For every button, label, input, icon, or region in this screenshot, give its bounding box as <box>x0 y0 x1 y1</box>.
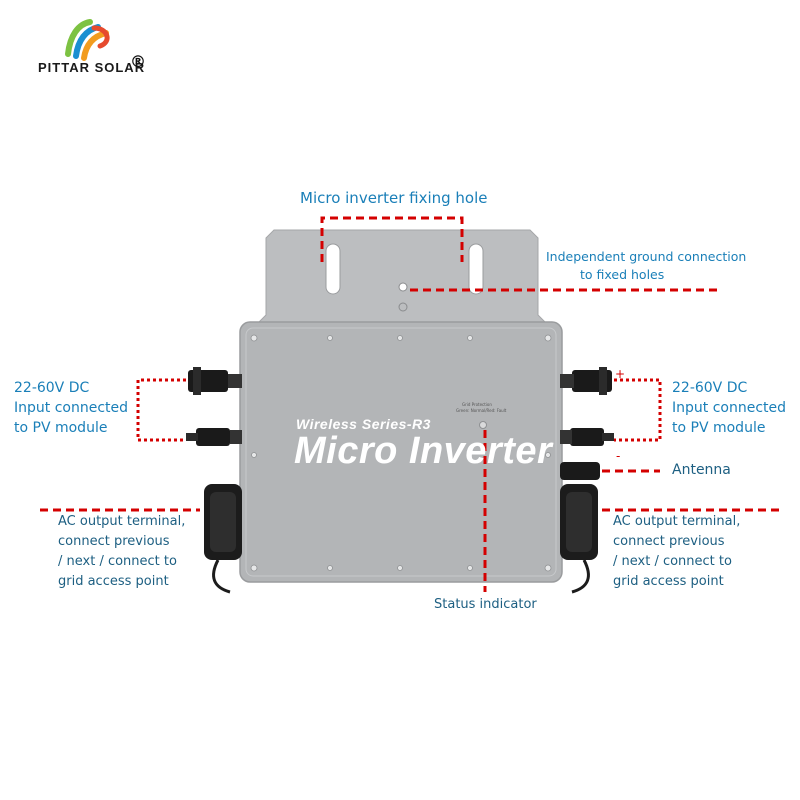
leader-lines <box>40 216 780 592</box>
ac-left-line3: / next / connect to <box>58 554 177 569</box>
antenna <box>560 462 600 480</box>
logo-mark-icon <box>65 19 110 61</box>
registered-mark: ® <box>130 52 146 71</box>
dc-input-left-label: 22-60V DC Input connected to PV module <box>14 378 128 438</box>
dc-connector-left-top <box>188 367 242 395</box>
dc-connector-right-bottom <box>560 428 614 446</box>
device-name-text: Micro Inverter <box>294 430 553 472</box>
indicator-caption-2: Green: Normal/Red: Fault <box>456 408 507 413</box>
ac-right-line1: AC output terminal, <box>613 514 741 529</box>
logo-text: PITTAR SOLAR <box>38 60 146 75</box>
dc-input-right-label: 22-60V DC Input connected to PV module <box>672 378 786 438</box>
fixing-slot-right <box>468 243 484 295</box>
polarity-minus: - <box>616 449 621 463</box>
ac-right-line4: grid access point <box>613 574 724 589</box>
dc-left-line1: 22-60V DC <box>14 380 90 396</box>
dc-right-line2: Input connected <box>672 400 787 416</box>
brand-logo <box>60 18 120 62</box>
ground-label-line1: Independent ground connection <box>546 249 747 264</box>
fixing-hole-label: Micro inverter fixing hole <box>300 189 488 207</box>
dc-left-line2: Input connected <box>14 400 129 416</box>
ac-right-line3: / next / connect to <box>613 554 732 569</box>
device-series-text: Wireless Series-R3 <box>296 416 431 432</box>
indicator-caption-1: Grid Protection <box>462 402 492 407</box>
ac-left-line2: connect previous <box>58 534 170 549</box>
inverter-body <box>239 321 563 583</box>
dc-connector-right-top <box>560 367 612 395</box>
dc-connector-left-bottom <box>186 428 242 446</box>
ac-left-line1: AC output terminal, <box>58 514 186 529</box>
ground-hole <box>398 282 408 292</box>
ac-terminal-left <box>204 484 242 594</box>
fixing-slot-left <box>325 243 341 295</box>
antenna-label: Antenna <box>672 462 731 478</box>
ac-right-line2: connect previous <box>613 534 725 549</box>
dc-right-line3: to PV module <box>672 420 766 436</box>
ac-output-left-label: AC output terminal, connect previous / n… <box>58 512 185 592</box>
ground-label-line2: to fixed holes <box>580 267 665 282</box>
polarity-plus: + <box>615 367 626 381</box>
dc-left-line3: to PV module <box>14 420 108 436</box>
ac-terminal-right <box>560 484 598 594</box>
status-led <box>479 421 487 429</box>
ground-connection-label: Independent ground connection to fixed h… <box>546 248 746 284</box>
ac-left-line4: grid access point <box>58 574 169 589</box>
ground-symbol <box>398 302 408 312</box>
dc-right-line1: 22-60V DC <box>672 380 748 396</box>
status-indicator-label: Status indicator <box>434 597 537 612</box>
ac-output-right-label: AC output terminal, connect previous / n… <box>613 512 740 592</box>
